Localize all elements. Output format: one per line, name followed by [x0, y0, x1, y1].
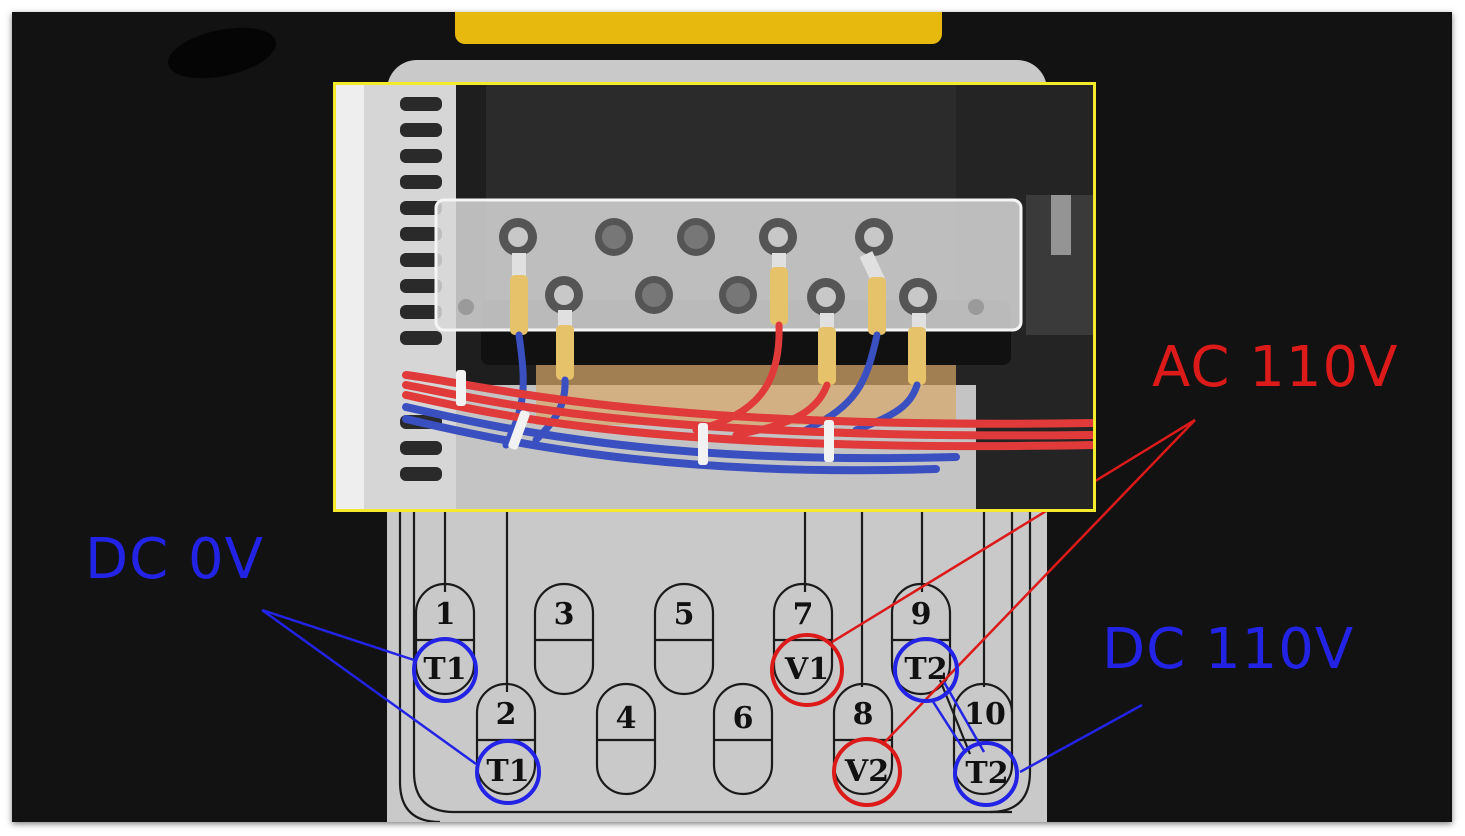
ac-110v-label: AC 110V: [1152, 335, 1399, 400]
wiring-diagram: [261, 418, 1196, 822]
terminal-number-10: 10: [964, 697, 1006, 732]
terminal-sub-label-8: V2: [844, 754, 890, 789]
terminal-number-7: 7: [792, 597, 814, 632]
terminal-number-9: 9: [910, 597, 932, 632]
terminal-number-5: 5: [673, 597, 695, 632]
terminal-number-1: 1: [434, 597, 456, 632]
terminal-number-2: 2: [495, 697, 517, 732]
dc-110v-label: DC 110V: [1102, 617, 1355, 682]
terminal-number-4: 4: [615, 701, 637, 736]
terminal-block-drawing: [336, 85, 1093, 509]
photo-frame: 1 2 3 4 5 6 7 8 9 10 T1 T1 V1 V2 T2 T2: [12, 12, 1452, 822]
terminal-sub-label-1: T1: [423, 652, 467, 687]
terminal-sub-label-9: T2: [904, 652, 948, 687]
terminal-sub-label-2: T1: [486, 754, 530, 789]
terminal-block-photo: [333, 82, 1096, 512]
terminal-number-6: 6: [732, 701, 754, 736]
terminal-number-3: 3: [553, 597, 575, 632]
terminal-sub-label-10: T2: [965, 756, 1009, 791]
warning-label-edge: [455, 12, 942, 44]
terminal-sub-label-7: V1: [784, 652, 830, 687]
dc-0v-label: DC 0V: [85, 527, 264, 592]
terminal-number-8: 8: [852, 697, 874, 732]
